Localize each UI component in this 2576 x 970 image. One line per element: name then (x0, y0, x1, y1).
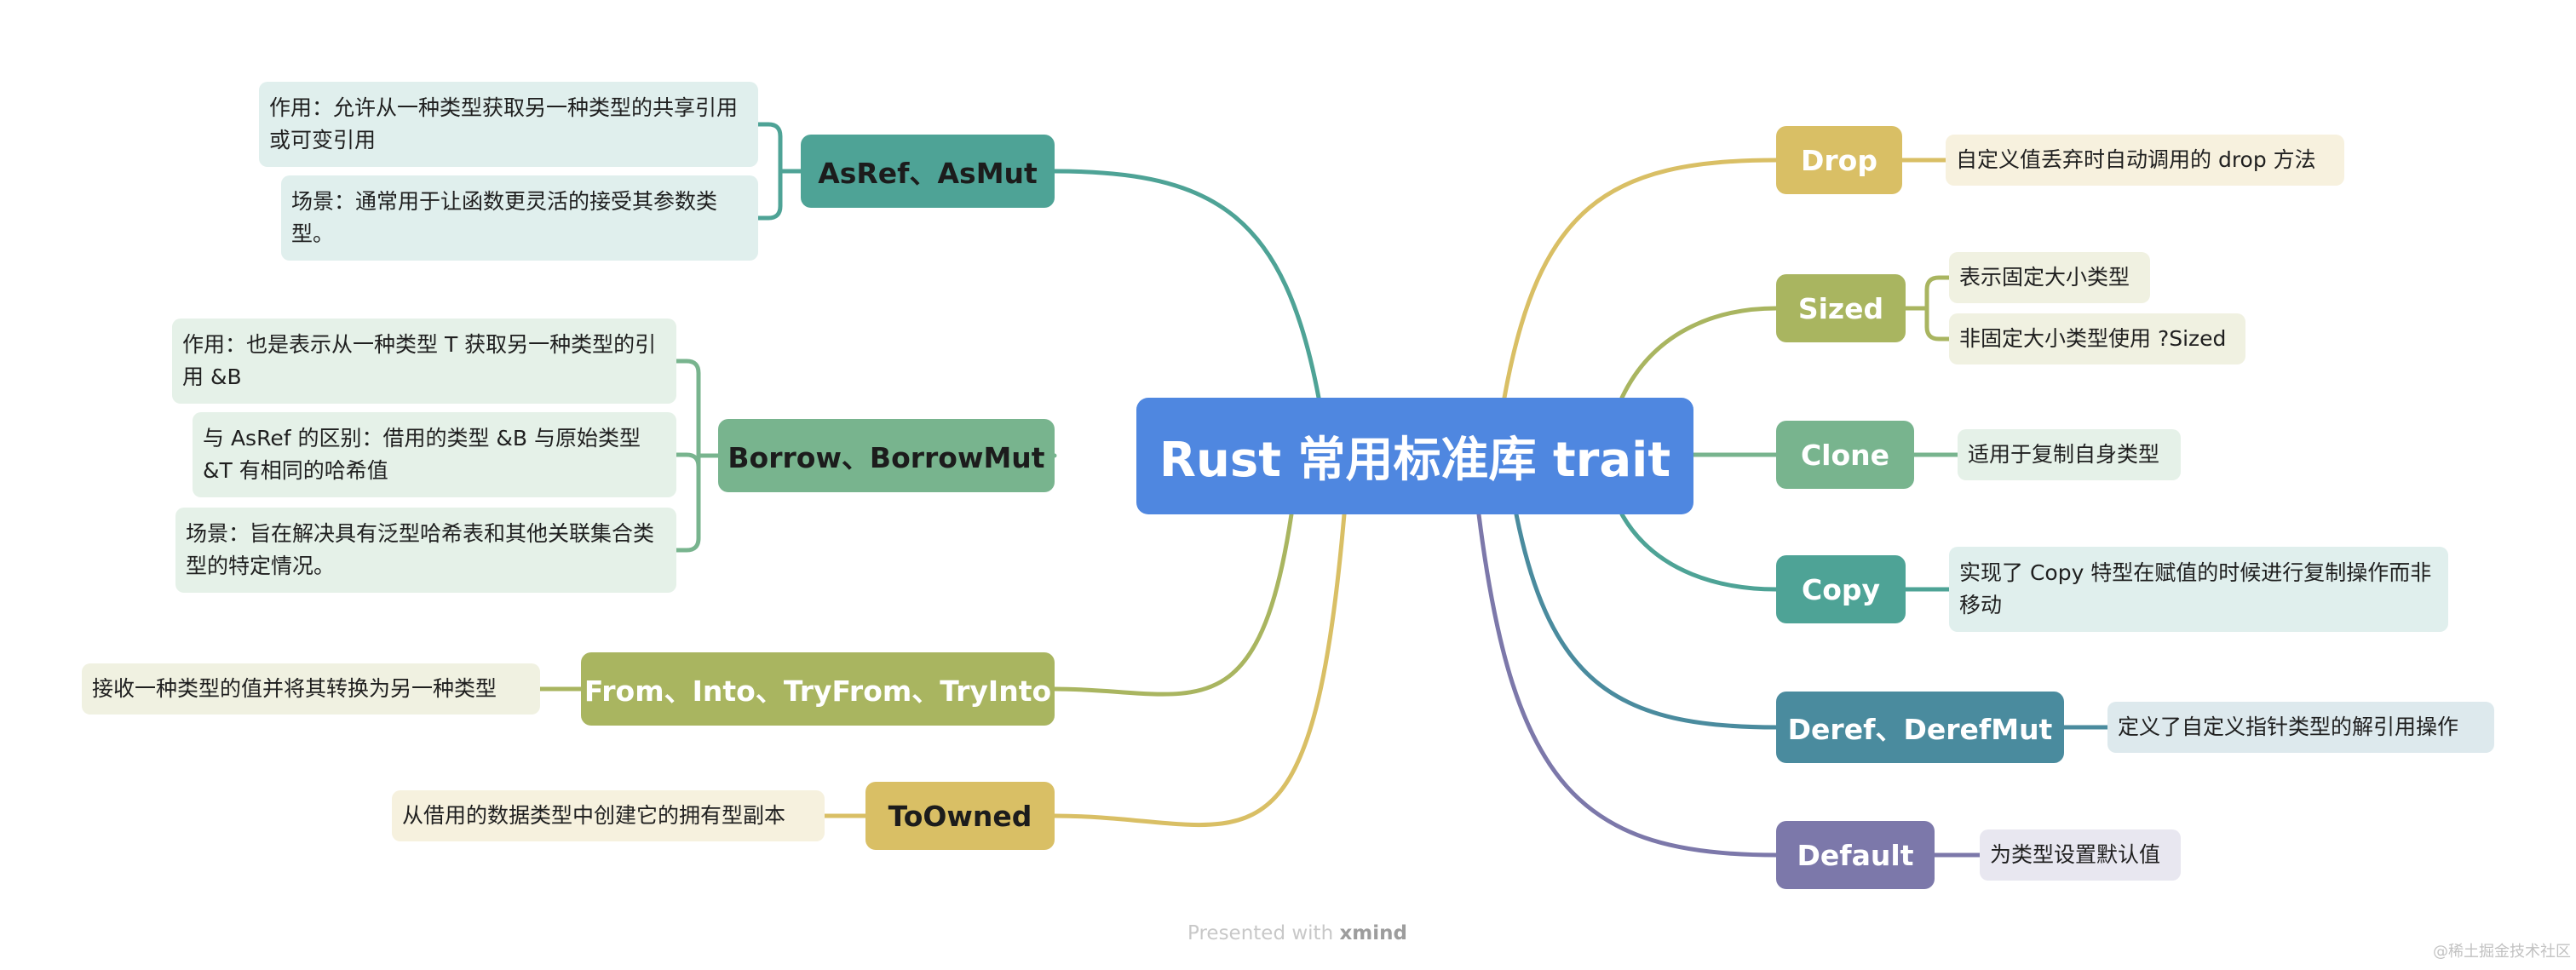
bracket-asref-1 (756, 122, 783, 174)
leaf-sized-2[interactable]: 非固定大小类型使用 ?Sized (1949, 313, 2245, 364)
leaf-asref-1[interactable]: 作用：允许从一种类型获取另一种类型的共享引用或可变引用 (259, 82, 758, 167)
leaf-copy-1-text: 实现了 Copy 特型在赋值的时候进行复制操作而非移动 (1959, 560, 2432, 617)
leaf-clone-1[interactable]: 适用于复制自身类型 (1958, 429, 2181, 480)
branch-borrow[interactable]: Borrow、BorrowMut (718, 419, 1055, 492)
branch-copy[interactable]: Copy (1776, 555, 1906, 623)
branch-drop[interactable]: Drop (1776, 126, 1902, 194)
bracket-sized-1 (1924, 275, 1952, 311)
branch-default-label: Default (1797, 838, 1914, 872)
connector-asref (1052, 169, 1321, 400)
bracket-borrow-1 (674, 359, 701, 458)
xmind-brand: xmind (1339, 922, 1407, 944)
connector-default (1476, 512, 1779, 858)
leaf-borrow-3-text: 场景：旨在解决具有泛型哈希表和其他关联集合类型的特定情况。 (186, 521, 655, 578)
branch-clone-label: Clone (1800, 438, 1890, 472)
leaf-asref-1-text: 作用：允许从一种类型获取另一种类型的共享引用或可变引用 (269, 95, 739, 152)
leaf-default-1-text: 为类型设置默认值 (1990, 842, 2161, 867)
bracket-borrow-3 (674, 453, 701, 553)
leaf-borrow-1[interactable]: 作用：也是表示从一种类型 T 获取另一种类型的引用 &B (172, 319, 676, 404)
connector-copy (1619, 512, 1779, 592)
leaf-default-1[interactable]: 为类型设置默认值 (1980, 829, 2181, 881)
branch-toowned-label: ToOwned (888, 799, 1032, 833)
leaf-asref-2-text: 场景：通常用于让函数更灵活的接受其参数类型。 (291, 189, 718, 246)
branch-borrow-label: Borrow、BorrowMut (727, 441, 1045, 474)
leaf-toowned-1[interactable]: 从借用的数据类型中创建它的拥有型副本 (392, 790, 825, 841)
leaf-deref-1-text: 定义了自定义指针类型的解引用操作 (2118, 715, 2459, 739)
branch-copy-label: Copy (1801, 572, 1881, 606)
branch-from[interactable]: From、Into、TryFrom、TryInto (581, 652, 1055, 726)
branch-asref[interactable]: AsRef、AsMut (801, 135, 1055, 208)
leaf-asref-2[interactable]: 场景：通常用于让函数更灵活的接受其参数类型。 (281, 175, 758, 261)
branch-drop-label: Drop (1801, 143, 1877, 177)
leaf-toowned-1-text: 从借用的数据类型中创建它的拥有型副本 (402, 803, 786, 828)
connector-sized (1619, 306, 1779, 400)
leaf-borrow-2-text: 与 AsRef 的区别：借用的类型 &B 与原始类型 &T 有相同的哈希值 (203, 426, 641, 483)
leaf-from-1[interactable]: 接收一种类型的值并将其转换为另一种类型 (82, 663, 540, 715)
footer-prefix: Presented with (1187, 922, 1334, 944)
branch-sized-label: Sized (1797, 291, 1884, 325)
leaf-borrow-2[interactable]: 与 AsRef 的区别：借用的类型 &B 与原始类型 &T 有相同的哈希值 (193, 412, 676, 497)
connector-drop (1502, 158, 1779, 400)
branch-deref[interactable]: Deref、DerefMut (1776, 692, 2064, 763)
bracket-asref-2 (756, 169, 783, 221)
branch-default[interactable]: Default (1776, 821, 1935, 889)
leaf-sized-1[interactable]: 表示固定大小类型 (1949, 252, 2150, 303)
branch-clone[interactable]: Clone (1776, 421, 1914, 489)
leaf-clone-1-text: 适用于复制自身类型 (1968, 442, 2160, 467)
leaf-borrow-1-text: 作用：也是表示从一种类型 T 获取另一种类型的引用 &B (182, 332, 657, 389)
bracket-borrow-2 (674, 452, 701, 468)
leaf-sized-2-text: 非固定大小类型使用 ?Sized (1959, 326, 2227, 351)
central-topic[interactable]: Rust 常用标准库 trait (1136, 398, 1693, 514)
connector-toowned (1052, 512, 1347, 828)
leaf-drop-1-text: 自定义值丢弃时自动调用的 drop 方法 (1956, 147, 2316, 172)
branch-asref-label: AsRef、AsMut (818, 157, 1038, 190)
bracket-sized-2 (1924, 306, 1952, 342)
leaf-deref-1[interactable]: 定义了自定义指针类型的解引用操作 (2107, 702, 2494, 753)
central-topic-label: Rust 常用标准库 trait (1159, 433, 1671, 488)
leaf-drop-1[interactable]: 自定义值丢弃时自动调用的 drop 方法 (1946, 135, 2344, 186)
connector-from (1052, 512, 1294, 697)
branch-sized[interactable]: Sized (1776, 274, 1906, 342)
watermark: @稀土掘金技术社区 (2433, 943, 2571, 961)
branch-from-label: From、Into、TryFrom、TryInto (584, 674, 1052, 708)
leaf-sized-1-text: 表示固定大小类型 (1959, 265, 2130, 290)
branch-toowned[interactable]: ToOwned (865, 782, 1055, 850)
presented-with-footer: Presented with xmind (1187, 922, 1407, 944)
leaf-copy-1[interactable]: 实现了 Copy 特型在赋值的时候进行复制操作而非移动 (1949, 547, 2448, 632)
leaf-from-1-text: 接收一种类型的值并将其转换为另一种类型 (92, 676, 497, 701)
connector-deref (1514, 512, 1779, 730)
branch-deref-label: Deref、DerefMut (1787, 713, 2053, 746)
leaf-borrow-3[interactable]: 场景：旨在解决具有泛型哈希表和其他关联集合类型的特定情况。 (175, 508, 676, 593)
